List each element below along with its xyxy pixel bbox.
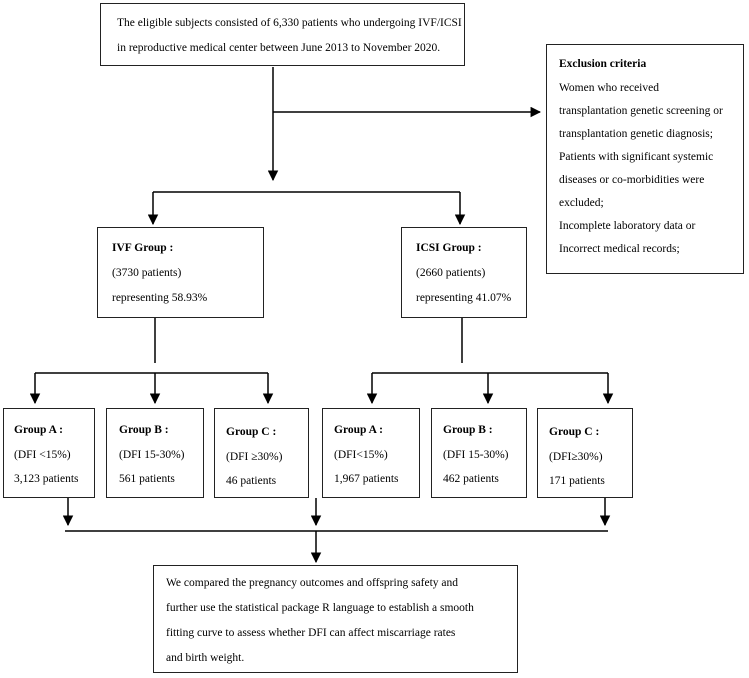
icsi-group-a-title: Group A :	[334, 424, 383, 436]
exclusion-criteria-box: Exclusion criteria Women who received tr…	[546, 44, 744, 274]
icsi-group-c-title: Group C :	[549, 426, 600, 438]
ivf-group-percent: representing 58.93%	[112, 292, 208, 304]
ivf-group-a-patients: 3,123 patients	[14, 473, 79, 485]
ivf-group-b-box: Group B : (DFI 15-30%) 561 patients	[106, 408, 204, 498]
icsi-group-c-patients: 171 patients	[549, 475, 605, 487]
exclusion-line: diseases or co-morbidities were	[559, 174, 705, 186]
exclusion-line: Patients with significant systemic	[559, 151, 714, 163]
icsi-group-b-dfi: (DFI 15-30%)	[443, 449, 509, 461]
ivf-group-b-patients: 561 patients	[119, 473, 175, 485]
eligible-subjects-box: The eligible subjects consisted of 6,330…	[100, 3, 465, 66]
icsi-group-a-patients: 1,967 patients	[334, 473, 399, 485]
ivf-group-b-dfi: (DFI 15-30%)	[119, 449, 185, 461]
icsi-group-title: ICSI Group :	[416, 242, 482, 254]
icsi-group-a-dfi: (DFI<15%)	[334, 449, 388, 461]
exclusion-line: excluded;	[559, 197, 604, 209]
icsi-group-b-box: Group B : (DFI 15-30%) 462 patients	[431, 408, 527, 498]
icsi-group-b-title: Group B :	[443, 424, 493, 436]
exclusion-title: Exclusion criteria	[559, 58, 647, 70]
icsi-group-c-dfi: (DFI≥30%)	[549, 451, 603, 463]
icsi-group-percent: representing 41.07%	[416, 292, 512, 304]
exclusion-line: Women who received	[559, 82, 659, 94]
conclusion-line: fitting curve to assess whether DFI can …	[166, 627, 456, 639]
eligible-line-2: in reproductive medical center between J…	[117, 42, 441, 54]
icsi-group-c-box: Group C : (DFI≥30%) 171 patients	[537, 408, 633, 498]
ivf-group-c-patients: 46 patients	[226, 475, 277, 487]
icsi-group-a-box: Group A : (DFI<15%) 1,967 patients	[322, 408, 420, 498]
ivf-group-c-dfi: (DFI ≥30%)	[226, 451, 283, 463]
conclusion-line: further use the statistical package R la…	[166, 602, 474, 614]
ivf-group-count: (3730 patients)	[112, 267, 182, 279]
eligible-line-1: The eligible subjects consisted of 6,330…	[117, 17, 462, 29]
ivf-group-a-title: Group A :	[14, 424, 63, 436]
ivf-group-a-box: Group A : (DFI <15%) 3,123 patients	[3, 408, 95, 498]
exclusion-line: transplantation genetic screening or	[559, 105, 723, 117]
conclusion-box: We compared the pregnancy outcomes and o…	[153, 565, 518, 673]
ivf-group-title: IVF Group :	[112, 242, 174, 254]
ivf-group-a-dfi: (DFI <15%)	[14, 449, 71, 461]
conclusion-line: and birth weight.	[166, 652, 245, 664]
icsi-group-b-patients: 462 patients	[443, 473, 499, 485]
icsi-group-count: (2660 patients)	[416, 267, 486, 279]
exclusion-line: Incorrect medical records;	[559, 243, 680, 255]
exclusion-line: Incomplete laboratory data or	[559, 220, 696, 232]
ivf-group-c-title: Group C :	[226, 426, 277, 438]
ivf-group-box: IVF Group : (3730 patients) representing…	[97, 227, 264, 318]
ivf-group-b-title: Group B :	[119, 424, 169, 436]
icsi-group-box: ICSI Group : (2660 patients) representin…	[401, 227, 527, 318]
ivf-group-c-box: Group C : (DFI ≥30%) 46 patients	[214, 408, 309, 498]
exclusion-line: transplantation genetic diagnosis;	[559, 128, 713, 140]
conclusion-line: We compared the pregnancy outcomes and o…	[166, 577, 459, 589]
